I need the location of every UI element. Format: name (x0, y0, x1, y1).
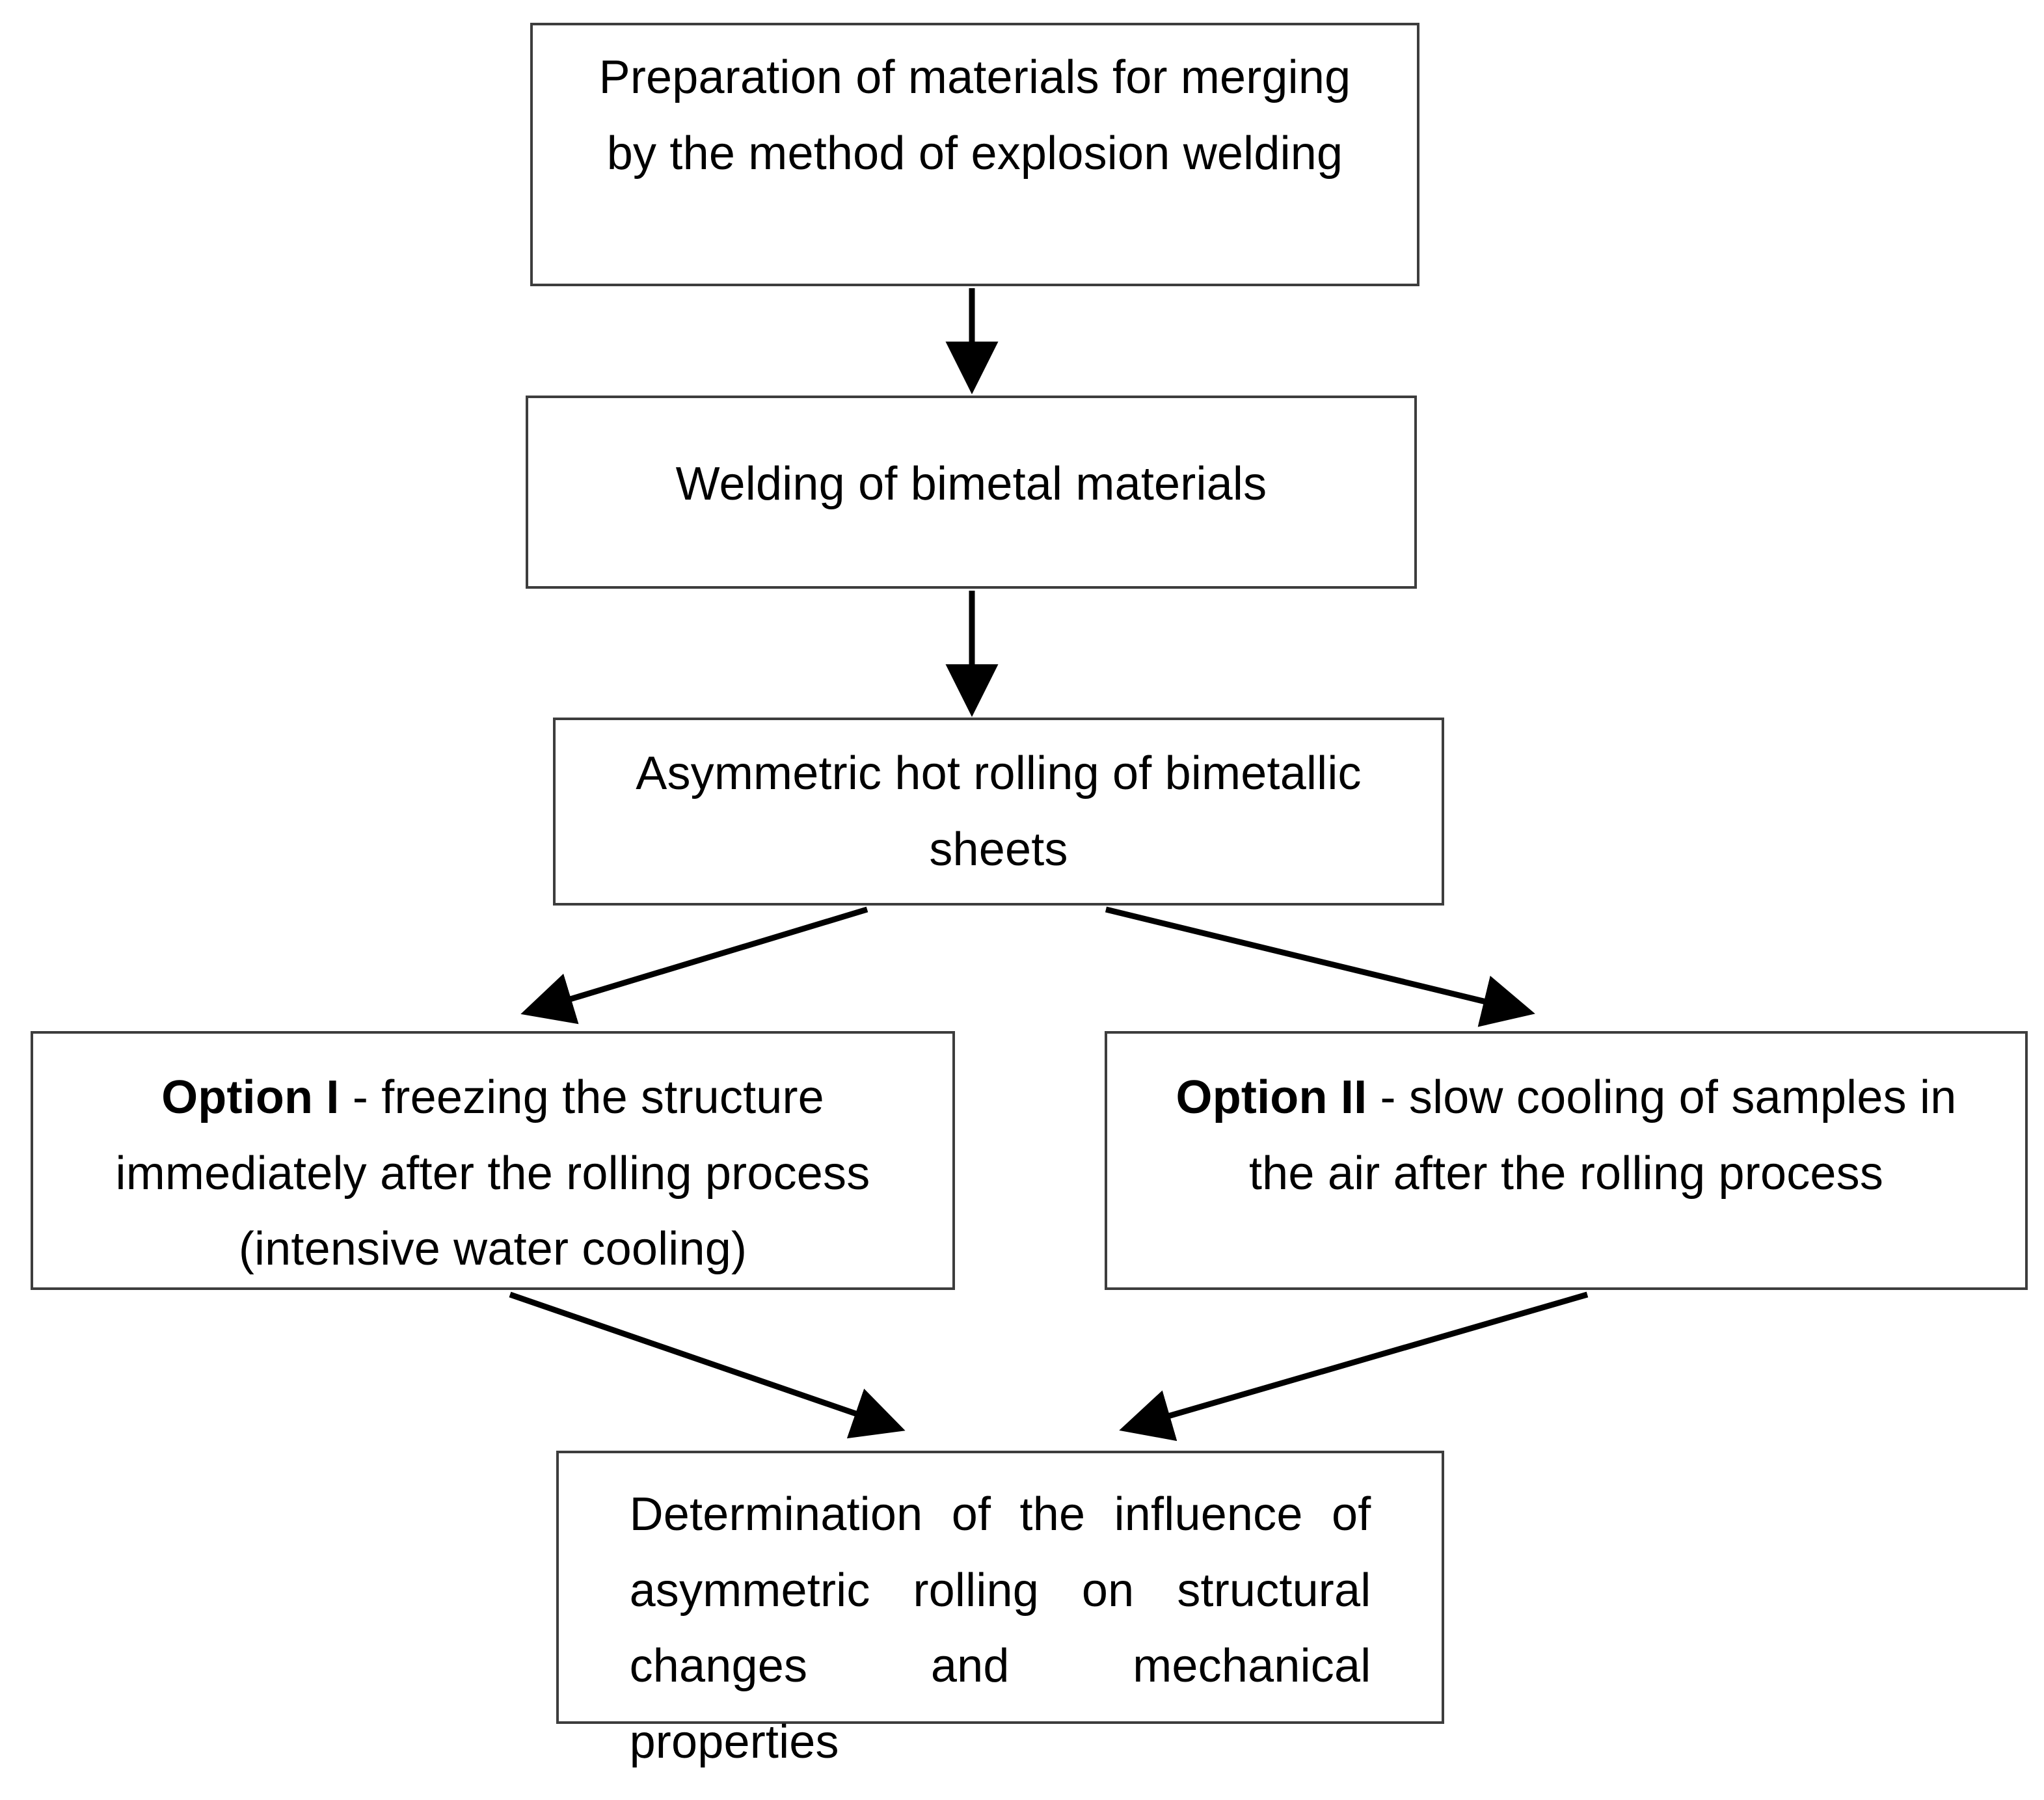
edge-rolling-option-1 (520, 906, 868, 1025)
flow-node-option-1-bold-prefix: Option I (161, 1071, 340, 1123)
flow-node-option-2-label: Option II - slow cooling of samples in t… (1139, 1034, 1993, 1211)
flow-node-welding-label: Welding of bimetal materials (675, 458, 1267, 510)
flow-node-preparation-label: Preparation of materials for merging by … (598, 51, 1351, 180)
flow-node-option-2-bold-prefix: Option II (1176, 1071, 1367, 1123)
flow-node-determination-label: Determination of the influence of asymme… (629, 1488, 1371, 1768)
edge-option-2-determination (1119, 1291, 1589, 1442)
flow-node-option-2[interactable]: Option II - slow cooling of samples in t… (1105, 1031, 2028, 1290)
flow-node-preparation[interactable]: Preparation of materials for merging by … (530, 23, 1419, 286)
flow-node-option-1-label: Option I - freezing the structure immedi… (88, 1034, 897, 1287)
flow-node-rolling-label: Asymmetric hot rolling of bimetallic she… (636, 747, 1362, 876)
flow-node-determination[interactable]: Determination of the influence of asymme… (556, 1451, 1444, 1768)
edge-rolling-option-2 (1105, 906, 1535, 1027)
flow-node-welding[interactable]: Welding of bimetal materials (526, 396, 1417, 589)
flow-node-option-2-body: - slow cooling of samples in the air aft… (1248, 1071, 1957, 1200)
edge-option-1-determination (509, 1291, 906, 1439)
flow-node-rolling[interactable]: Asymmetric hot rolling of bimetallic she… (553, 718, 1444, 906)
flow-node-option-1[interactable]: Option I - freezing the structure immedi… (31, 1031, 955, 1290)
flow-node-option-1-body: - freezing the structure immediately aft… (115, 1071, 870, 1276)
